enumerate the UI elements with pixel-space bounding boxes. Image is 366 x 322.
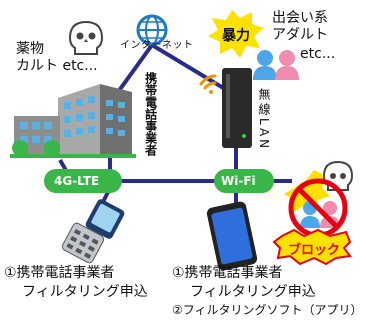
right-caption-line3: ②フィルタリングソフト（アプリ）: [172, 303, 363, 317]
left-caption-line2: フィルタリング申込: [22, 284, 148, 300]
lan-label: 無線LAN: [257, 88, 271, 152]
right-caption-line2: フィルタリング申込: [190, 284, 316, 300]
line-internet-carrier: [116, 43, 154, 94]
lte-label: 4G-LTE: [54, 174, 100, 188]
wifi-label: Wi-Fi: [221, 174, 256, 188]
line-internet-lan: [150, 43, 232, 94]
right-threat-line3: etc...: [300, 46, 336, 62]
right-caption-line1: ①携帯電話事業者: [172, 265, 283, 281]
left-threat-line2: カルト etc...: [16, 58, 98, 74]
block-label: ブロック: [288, 243, 341, 258]
smartphone-icon: [206, 201, 258, 271]
wifi-signal-icon: [199, 74, 217, 94]
left-caption-line1: ①携帯電話事業者: [4, 265, 115, 281]
violence-burst-icon: [208, 10, 264, 58]
router-icon: [222, 68, 252, 148]
right-threat-line2: アダルト: [272, 27, 328, 43]
violence-label: 暴力: [222, 28, 250, 44]
internet-label: インターネット: [120, 40, 194, 51]
carrier-label: 携帯電話事業者: [143, 72, 158, 156]
flip-phone-icon: [61, 199, 125, 264]
skull-icon: [68, 20, 104, 55]
building-icon: [10, 84, 136, 158]
prohibited-icon: [284, 160, 354, 238]
skull-icon-small: [322, 160, 354, 191]
lte-pill: [44, 169, 122, 193]
left-threat-line1: 薬物: [16, 41, 44, 57]
wifi-pill: [214, 169, 274, 193]
right-threat-line1: 出会い系: [272, 10, 328, 26]
block-burst: [272, 228, 352, 266]
globe-icon: [136, 14, 168, 46]
people-icon: [253, 50, 299, 80]
